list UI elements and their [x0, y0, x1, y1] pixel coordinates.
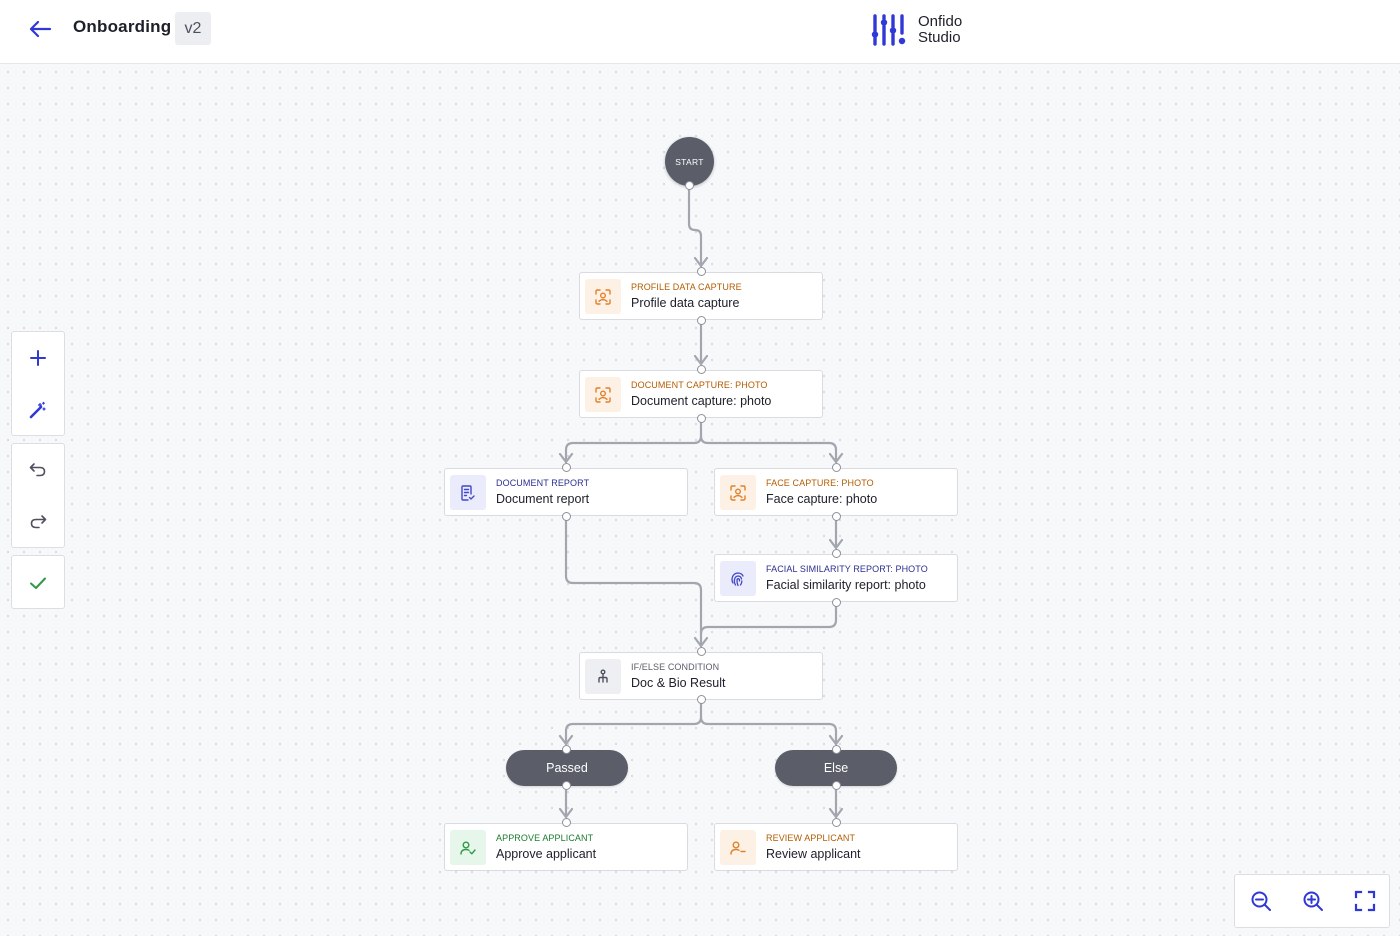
node-ifelse-condition[interactable]: IF/ELSE CONDITION Doc & Bio Result — [579, 652, 823, 700]
node-title: Document report — [496, 492, 590, 506]
node-document-report[interactable]: DOCUMENT REPORT Document report — [444, 468, 688, 516]
port-document-in[interactable] — [697, 365, 706, 374]
node-type-label: PROFILE DATA CAPTURE — [631, 282, 742, 292]
port-face-out[interactable] — [832, 512, 841, 521]
zoom-out-button[interactable] — [1243, 883, 1279, 919]
node-title: Facial similarity report: photo — [766, 578, 926, 592]
node-title: Profile data capture — [631, 296, 740, 310]
add-node-button[interactable] — [12, 338, 64, 378]
brand-name: Onfido Studio — [918, 14, 962, 46]
port-review-in[interactable] — [832, 818, 841, 827]
zoom-controls — [1234, 874, 1390, 928]
undo-button[interactable] — [12, 450, 64, 490]
node-review-applicant[interactable]: REVIEW APPLICANT Review applicant — [714, 823, 958, 871]
check-icon — [30, 577, 46, 589]
node-title: Approve applicant — [496, 847, 597, 861]
port-passed-in[interactable] — [562, 745, 571, 754]
node-facial-similarity-report[interactable]: FACIAL SIMILARITY REPORT: PHOTO Facial s… — [714, 554, 958, 602]
brand: Onfido Studio — [870, 12, 962, 48]
redo-icon — [30, 515, 47, 529]
node-title: Face capture: photo — [766, 492, 878, 506]
plus-icon — [30, 350, 46, 366]
zoom-in-button[interactable] — [1295, 883, 1331, 919]
zoom-in-icon — [1303, 891, 1323, 911]
node-type-label: IF/ELSE CONDITION — [631, 662, 720, 672]
node-document-capture-photo[interactable]: DOCUMENT CAPTURE: PHOTO Document capture… — [579, 370, 823, 418]
node-approve-applicant[interactable]: APPROVE APPLICANT Approve applicant — [444, 823, 688, 871]
port-start-out[interactable] — [685, 181, 694, 190]
node-type-label: DOCUMENT CAPTURE: PHOTO — [631, 380, 768, 390]
branch-icon — [585, 659, 621, 694]
user-minus-icon — [720, 830, 756, 865]
magic-wand-button[interactable] — [12, 390, 64, 430]
port-profile-out[interactable] — [697, 316, 706, 325]
node-profile-data-capture[interactable]: PROFILE DATA CAPTURE Profile data captur… — [579, 272, 823, 320]
node-title: Doc & Bio Result — [631, 676, 726, 690]
workflow-title: Onboarding — [73, 17, 172, 36]
toolbar-validate-group — [11, 555, 65, 609]
port-condition-in[interactable] — [697, 647, 706, 656]
branch-else[interactable]: Else — [775, 750, 897, 786]
zoom-out-icon — [1251, 891, 1271, 911]
toolbar-add-group — [11, 331, 65, 436]
face-scan-icon — [720, 475, 756, 510]
onfido-logo-icon — [871, 14, 906, 46]
validate-button[interactable] — [12, 563, 64, 603]
port-docreport-out[interactable] — [562, 512, 571, 521]
port-else-in[interactable] — [832, 745, 841, 754]
port-similarity-out[interactable] — [832, 598, 841, 607]
brand-line-1: Onfido — [918, 13, 963, 30]
branch-passed[interactable]: Passed — [506, 750, 628, 786]
port-profile-in[interactable] — [697, 267, 706, 276]
node-title: Review applicant — [766, 847, 861, 861]
workflow-canvas[interactable] — [0, 64, 1400, 936]
port-condition-out[interactable] — [697, 695, 706, 704]
toolbar-history-group — [11, 443, 65, 548]
node-face-capture-photo[interactable]: FACE CAPTURE: PHOTO Face capture: photo — [714, 468, 958, 516]
port-face-in[interactable] — [832, 463, 841, 472]
node-type-label: FACIAL SIMILARITY REPORT: PHOTO — [766, 564, 928, 574]
node-type-label: APPROVE APPLICANT — [496, 833, 594, 843]
port-similarity-in[interactable] — [832, 549, 841, 558]
node-title: Document capture: photo — [631, 394, 772, 408]
face-scan-icon — [585, 279, 621, 314]
redo-button[interactable] — [12, 502, 64, 542]
fit-screen-icon — [1354, 890, 1376, 912]
face-scan-icon — [585, 377, 621, 412]
magic-wand-icon — [29, 401, 46, 419]
start-node[interactable]: START — [665, 137, 714, 186]
port-passed-out[interactable] — [562, 781, 571, 790]
arrow-left-icon — [29, 20, 52, 38]
fit-screen-button[interactable] — [1347, 883, 1383, 919]
port-document-out[interactable] — [697, 414, 706, 423]
back-button[interactable] — [22, 14, 58, 44]
port-else-out[interactable] — [832, 781, 841, 790]
brand-line-2: Studio — [918, 29, 961, 46]
undo-icon — [29, 463, 46, 477]
port-approve-in[interactable] — [562, 818, 571, 827]
user-check-icon — [450, 830, 486, 865]
version-badge[interactable]: v2 — [175, 12, 211, 45]
port-docreport-in[interactable] — [562, 463, 571, 472]
fingerprint-icon — [720, 561, 756, 596]
node-type-label: REVIEW APPLICANT — [766, 833, 856, 843]
top-header: Onboarding v2 Onfido Studio — [0, 0, 1400, 64]
node-type-label: DOCUMENT REPORT — [496, 478, 590, 488]
node-type-label: FACE CAPTURE: PHOTO — [766, 478, 874, 488]
document-report-icon — [450, 475, 486, 510]
